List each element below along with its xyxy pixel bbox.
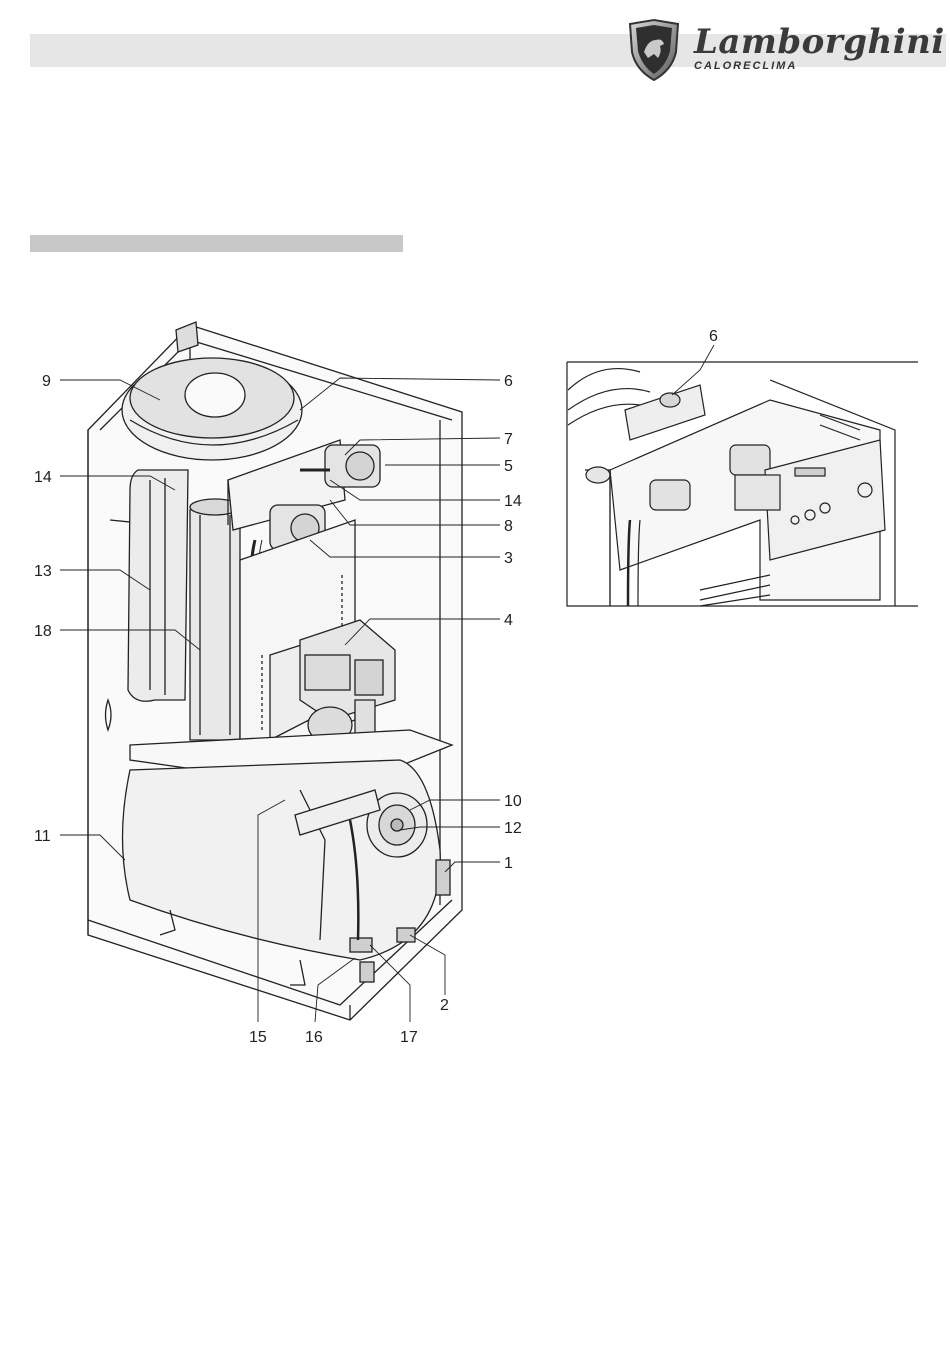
callout-7: 7 bbox=[504, 431, 513, 448]
brand-subtitle: CALORECLIMA bbox=[694, 60, 797, 72]
detail-callout-6: 6 bbox=[709, 328, 718, 345]
callout-11: 11 bbox=[34, 828, 51, 845]
callout-14-right: 14 bbox=[504, 493, 522, 510]
callout-4: 4 bbox=[504, 612, 513, 629]
callout-5: 5 bbox=[504, 458, 513, 475]
callout-1: 1 bbox=[504, 855, 513, 872]
callout-3: 3 bbox=[504, 550, 513, 567]
callout-15: 15 bbox=[249, 1029, 267, 1046]
callout-14-left: 14 bbox=[34, 469, 52, 486]
brand-logo: Lamborghini CALORECLIMA bbox=[622, 16, 942, 86]
callout-12: 12 bbox=[504, 820, 522, 837]
callout-8: 8 bbox=[504, 518, 513, 535]
boiler-cutaway-drawing: 9 6 7 5 14 14 8 3 13 18 4 10 12 11 1 2 1… bbox=[0, 300, 560, 1060]
bull-shield-icon bbox=[626, 18, 682, 82]
detail-view-drawing: 6 bbox=[560, 320, 950, 620]
callout-6: 6 bbox=[504, 373, 513, 390]
callout-13: 13 bbox=[34, 563, 52, 580]
section-heading-bar bbox=[30, 235, 403, 252]
callout-9: 9 bbox=[42, 373, 51, 390]
callout-16: 16 bbox=[305, 1029, 323, 1046]
callout-18: 18 bbox=[34, 623, 52, 640]
callout-17: 17 bbox=[400, 1029, 418, 1046]
callout-10: 10 bbox=[504, 793, 522, 810]
brand-name: Lamborghini bbox=[694, 22, 945, 62]
callout-2: 2 bbox=[440, 997, 449, 1014]
